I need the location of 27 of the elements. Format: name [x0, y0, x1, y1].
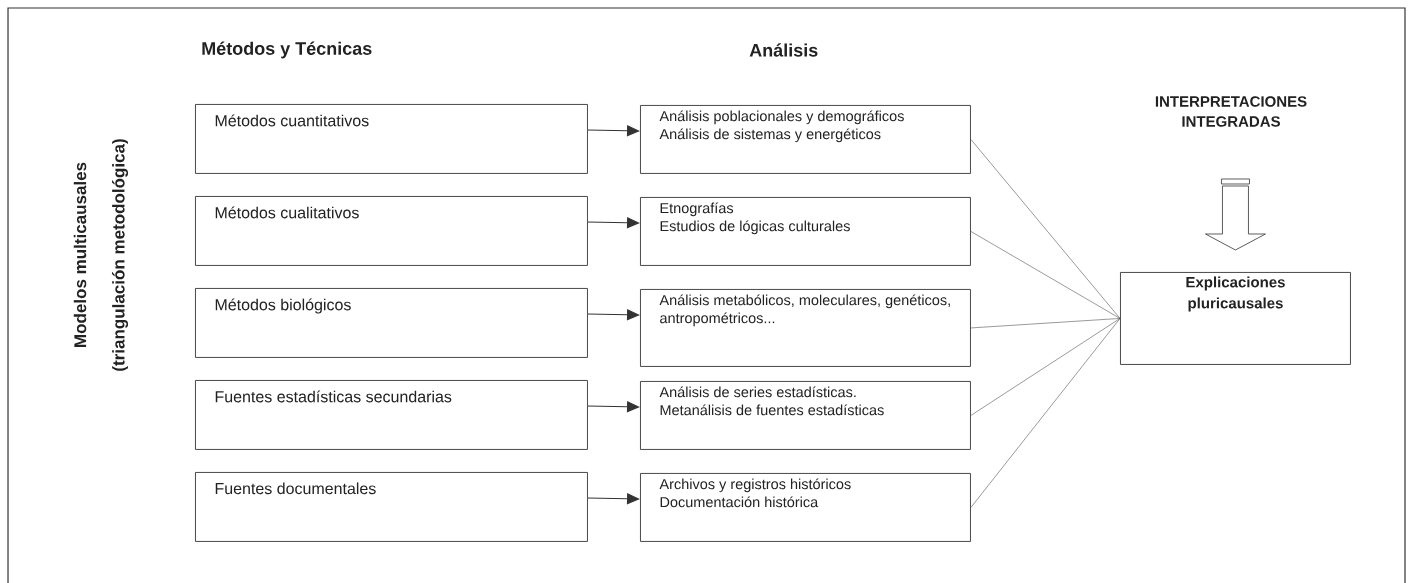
- analysis-box: Análisis metabólicos, moleculares, genéticos, antropométricos...: [640, 289, 971, 367]
- analysis-box: Archivos y registros históricos Documentación histórica: [640, 473, 971, 542]
- arrow: [587, 125, 640, 137]
- connector-line: [970, 231, 1121, 319]
- vertical-title: Modelos multicausales: [73, 162, 87, 347]
- method-box: Métodos biológicos: [195, 288, 588, 358]
- connector-line: [970, 139, 1121, 319]
- method-box: Fuentes estadísticas secundarias: [195, 380, 588, 450]
- method-box: Métodos cuantitativos: [195, 104, 588, 174]
- arrow: [587, 217, 640, 229]
- result-box: Explicaciones pluricausales: [1120, 272, 1351, 365]
- arrow: [587, 309, 640, 321]
- heading-text: INTERPRETACIONES INTEGRADAS: [1155, 96, 1307, 127]
- connector-line: [970, 318, 1121, 508]
- method-box: Fuentes documentales: [195, 472, 588, 542]
- connector-line: [970, 318, 1121, 416]
- vertical-title: (triangulación metodológica): [112, 139, 129, 371]
- connector-line: [970, 318, 1121, 329]
- arrow: [587, 493, 640, 505]
- column-heading: Métodos y Técnicas: [202, 41, 372, 59]
- method-box: Métodos cualitativos: [195, 196, 588, 266]
- block-arrow: [1205, 178, 1266, 251]
- analysis-box: Análisis poblacionales y demográficos Análisis de sistemas y energéticos: [640, 105, 971, 174]
- column-heading: Análisis: [749, 43, 818, 57]
- analysis-box: Análisis de series estadísticas. Metanálisis de fuentes estadísticas: [640, 381, 971, 450]
- arrow: [587, 401, 640, 413]
- analysis-box: Etnografías Estudios de lógicas culturales: [640, 197, 971, 266]
